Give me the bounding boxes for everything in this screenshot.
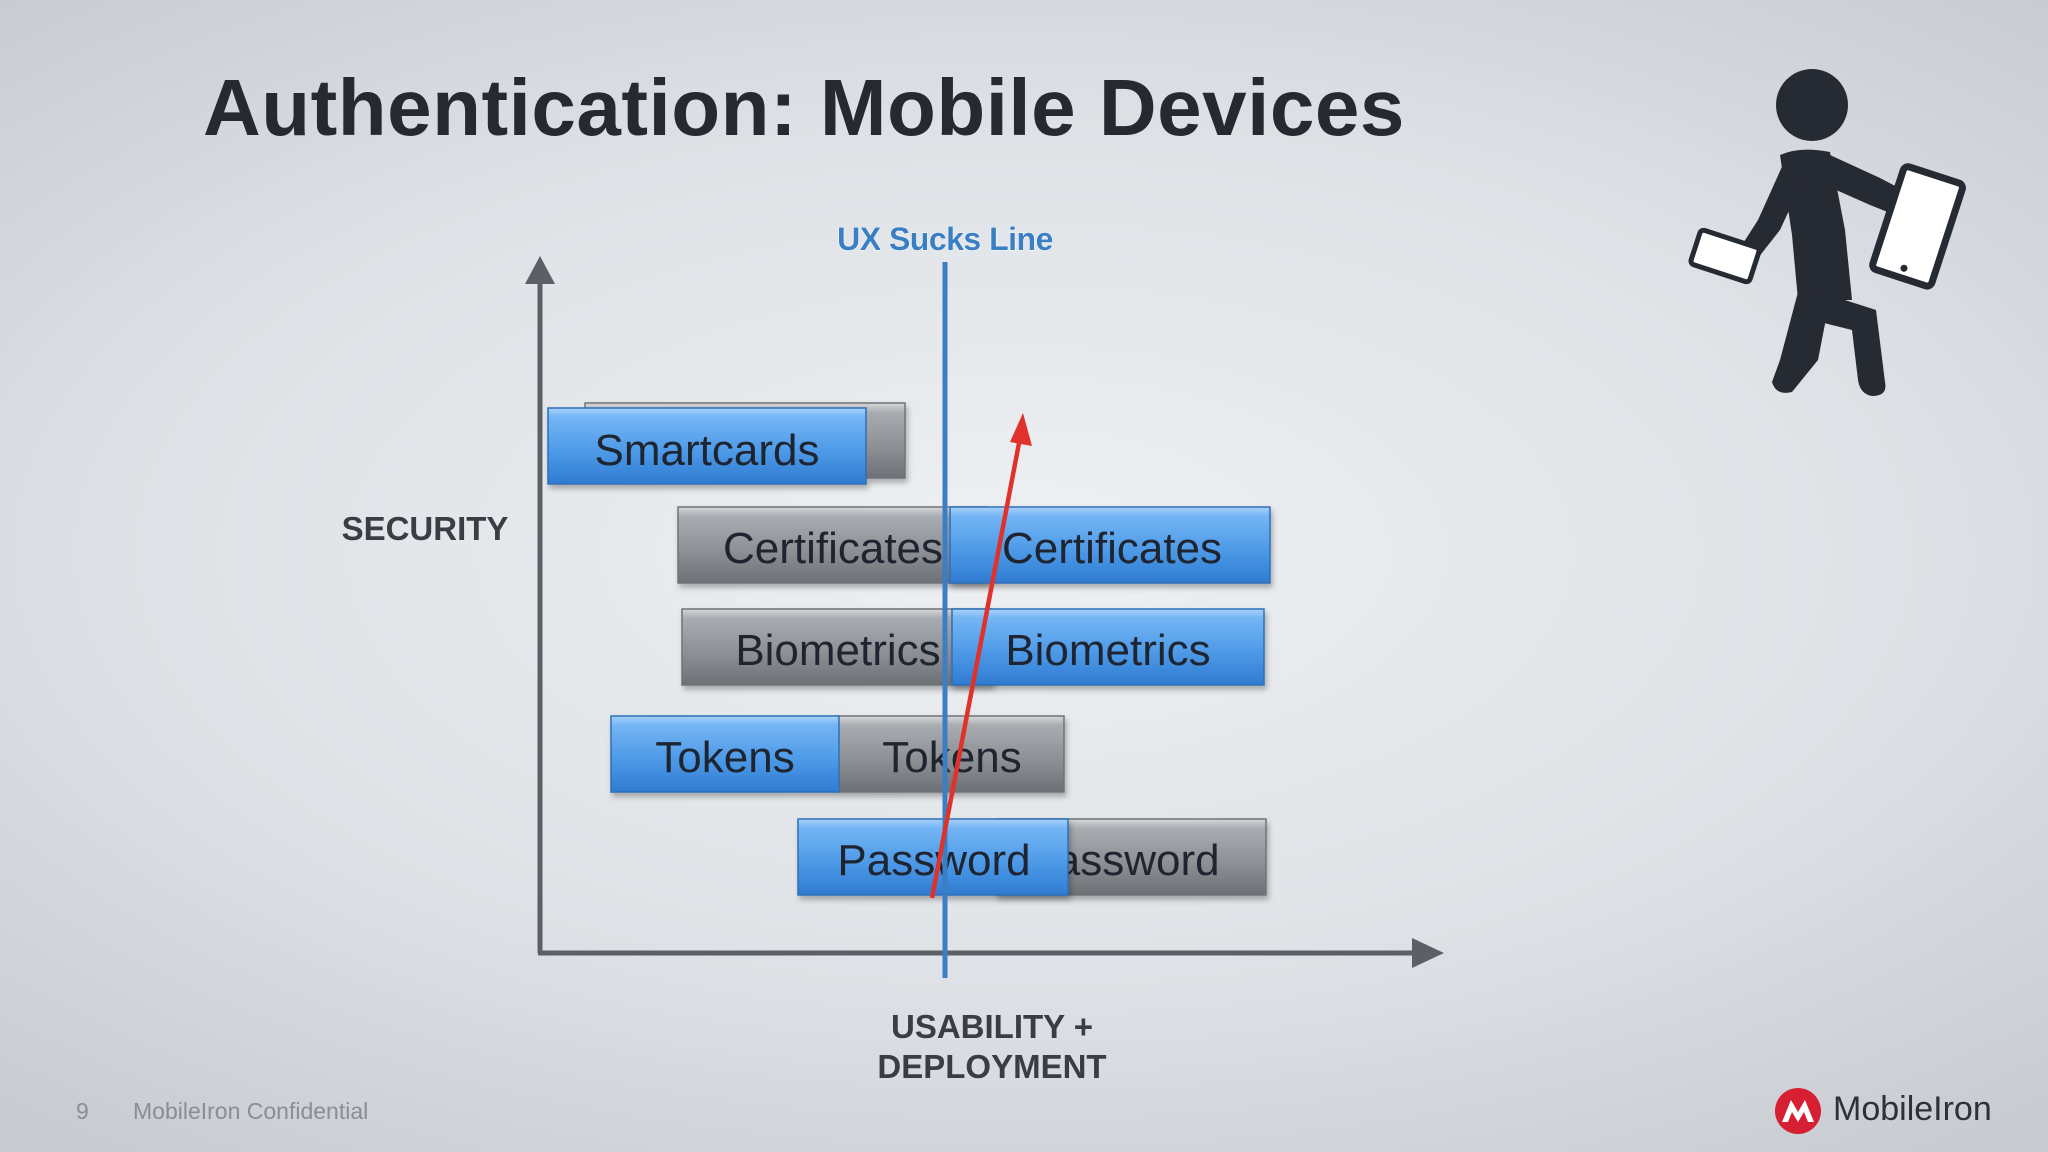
certificates-blue-label: Certificates [1002, 524, 1222, 573]
x-axis-arrowhead [1412, 938, 1444, 968]
slide-title: Authentication: Mobile Devices [203, 63, 1405, 152]
tokens-blue-box [610, 715, 840, 793]
page-number: 9 [76, 1098, 89, 1124]
tokens-grey-label: Tokens [882, 733, 1021, 782]
trend-arrow-head [1010, 413, 1032, 446]
biometrics-grey-label: Biometrics [735, 626, 940, 675]
biometrics-blue-label: Biometrics [1005, 626, 1210, 675]
y-axis-arrowhead [525, 256, 555, 284]
mobileiron-logo-icon [1775, 1088, 1821, 1134]
brand-name: MobileIron [1833, 1090, 1992, 1128]
ux-sucks-line-label: UX Sucks Line [837, 221, 1053, 257]
y-axis-label: SECURITY [342, 510, 509, 547]
smartcards-blue-box [547, 407, 867, 485]
x-axis-label-line1: USABILITY + [891, 1008, 1093, 1045]
certificates-grey-box [677, 506, 989, 584]
mobileiron-logo: MobileIron [1773, 1086, 2005, 1136]
x-axis-label-line2: DEPLOYMENT [877, 1048, 1106, 1085]
trend-arrow-line [929, 437, 1023, 899]
confidential-notice: MobileIron Confidential [133, 1098, 369, 1124]
tokens-blue-label: Tokens [655, 733, 794, 782]
certificates-grey-label: Certificates [723, 524, 943, 573]
smartcards-blue-label: Smartcards [595, 426, 820, 475]
certificates-blue-box [949, 506, 1271, 584]
biometrics-blue-box [951, 608, 1265, 686]
person-with-devices-icon [1688, 69, 1966, 396]
